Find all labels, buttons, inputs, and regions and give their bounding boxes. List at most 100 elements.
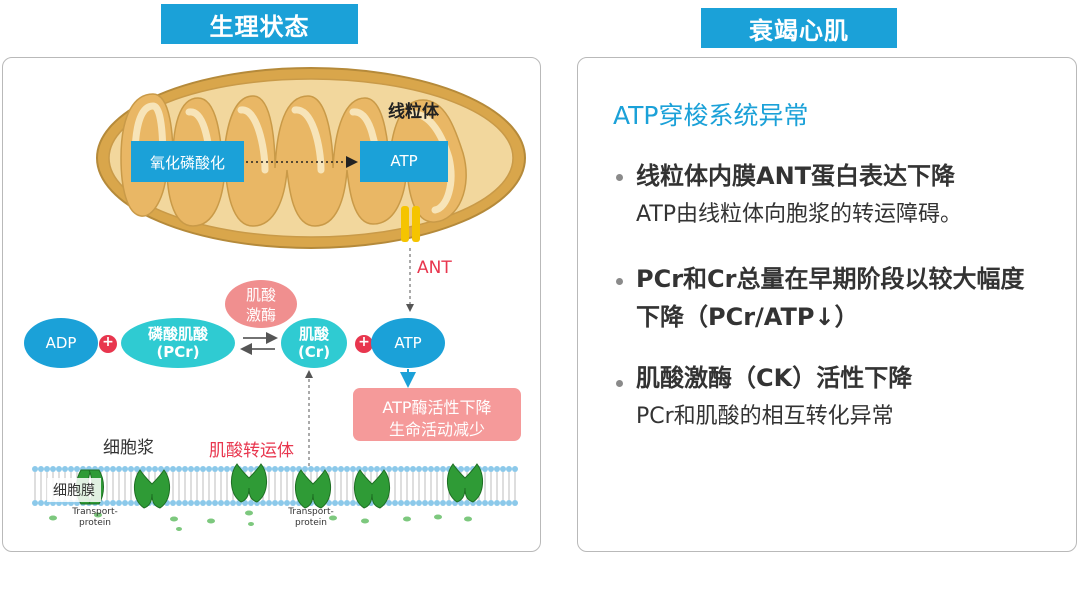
lipid-head bbox=[332, 466, 338, 472]
lipid-head bbox=[122, 500, 128, 506]
lipid-head bbox=[416, 500, 422, 506]
lipid-head bbox=[416, 466, 422, 472]
lipid-head bbox=[32, 466, 38, 472]
pcr-label-line1: 磷酸肌酸 bbox=[147, 325, 208, 343]
lipid-head bbox=[494, 500, 500, 506]
lipid-head bbox=[50, 466, 56, 472]
lipid-head bbox=[326, 466, 332, 472]
pcr-node bbox=[121, 318, 235, 368]
lipid-head bbox=[512, 500, 518, 506]
lipid-head bbox=[488, 466, 494, 472]
lipid-head bbox=[242, 466, 248, 472]
lipid-head bbox=[458, 466, 464, 472]
lipid-head bbox=[188, 500, 194, 506]
lipid-head bbox=[116, 466, 122, 472]
lipid-head bbox=[200, 466, 206, 472]
ant-transporter bbox=[401, 206, 420, 242]
lipid-head bbox=[422, 466, 428, 472]
atp-mito-label: ATP bbox=[390, 152, 418, 170]
lipid-head bbox=[44, 466, 50, 472]
membrane-label: 细胞膜 bbox=[47, 478, 101, 502]
oxphos-label: 氧化磷酸化 bbox=[149, 154, 225, 172]
failing-myocardium-panel: ATP穿梭系统异常 线粒体内膜ANT蛋白表达下降 ATP由线粒体向胞浆的转运障碍… bbox=[577, 57, 1077, 552]
bullet-1-detail: ATP由线粒体向胞浆的转运障碍。 bbox=[636, 202, 963, 227]
lipid-head bbox=[374, 466, 380, 472]
lipid-head bbox=[500, 500, 506, 506]
lipid-head bbox=[182, 466, 188, 472]
bullet-1-title: 线粒体内膜ANT蛋白表达下降 bbox=[636, 162, 956, 190]
lipid-head bbox=[134, 466, 140, 472]
lipid-head bbox=[32, 500, 38, 506]
cell-membrane bbox=[32, 463, 518, 531]
lipid-head bbox=[428, 466, 434, 472]
transport-protein-label-1a: Transport- bbox=[72, 507, 118, 517]
lipid-head bbox=[386, 500, 392, 506]
lipid-head bbox=[338, 466, 344, 472]
lipid-head bbox=[212, 466, 218, 472]
lipid-head bbox=[344, 466, 350, 472]
lipid-head bbox=[206, 466, 212, 472]
lipid-head bbox=[410, 500, 416, 506]
cytoplasm-label: 细胞浆 bbox=[103, 438, 154, 458]
lipid-head bbox=[476, 500, 482, 506]
bullet-3-detail: PCr和肌酸的相互转化异常 bbox=[636, 404, 894, 429]
lipid-head bbox=[482, 500, 488, 506]
ck-bubble bbox=[225, 280, 297, 328]
atp-node bbox=[371, 318, 445, 368]
lipid-head bbox=[440, 500, 446, 506]
lipid-head bbox=[38, 466, 44, 472]
lipid-head bbox=[248, 466, 254, 472]
lipid-head bbox=[272, 466, 278, 472]
lipid-head bbox=[506, 466, 512, 472]
adp-label: ADP bbox=[45, 334, 77, 352]
lipid-head bbox=[284, 500, 290, 506]
lipid-head bbox=[434, 466, 440, 472]
ant-label: ANT bbox=[417, 258, 452, 278]
adp-node bbox=[24, 318, 98, 368]
plus-sign-1-label: + bbox=[102, 334, 114, 350]
lipid-head bbox=[290, 466, 296, 472]
lipid-head bbox=[506, 500, 512, 506]
lipid-head bbox=[398, 500, 404, 506]
lipid-head bbox=[128, 466, 134, 472]
bullet-dot-1 bbox=[616, 174, 623, 181]
lipid-head bbox=[446, 500, 452, 506]
lipid-head bbox=[56, 466, 62, 472]
lipid-head bbox=[392, 500, 398, 506]
lipid-head bbox=[332, 500, 338, 506]
plus-sign-2 bbox=[355, 335, 373, 353]
bullet-2-title-line2: 下降（PCr/ATP↓） bbox=[636, 303, 859, 331]
lipid-head bbox=[404, 500, 410, 506]
lipid-head bbox=[140, 466, 146, 472]
lipid-head bbox=[200, 500, 206, 506]
lipid-head bbox=[188, 466, 194, 472]
lipid-head bbox=[428, 500, 434, 506]
lipid-head bbox=[362, 466, 368, 472]
lipid-head bbox=[512, 466, 518, 472]
atp-label: ATP bbox=[394, 334, 422, 352]
lipid-head bbox=[182, 500, 188, 506]
lipid-head bbox=[350, 466, 356, 472]
lipid-head bbox=[176, 466, 182, 472]
lipid-head bbox=[434, 500, 440, 506]
lipid-head bbox=[350, 500, 356, 506]
transport-protein-label-1b: protein bbox=[79, 518, 111, 528]
lipid-head bbox=[272, 500, 278, 506]
cr-label-line1: 肌酸 bbox=[298, 325, 329, 343]
lipid-head bbox=[170, 500, 176, 506]
lipid-head bbox=[62, 466, 68, 472]
lipid-head bbox=[314, 466, 320, 472]
lipid-head bbox=[368, 466, 374, 472]
lipid-head bbox=[152, 466, 158, 472]
lipid-head bbox=[302, 466, 308, 472]
lipid-head bbox=[230, 500, 236, 506]
lipid-head bbox=[224, 466, 230, 472]
lipid-head bbox=[164, 466, 170, 472]
lipid-head bbox=[110, 466, 116, 472]
lipid-head bbox=[338, 500, 344, 506]
transport-protein-label-2b: protein bbox=[295, 518, 327, 528]
atpase-label-line1: ATP酶活性下降 bbox=[382, 398, 492, 417]
lipid-head bbox=[128, 500, 134, 506]
lipid-head bbox=[212, 500, 218, 506]
header-tab-failing-myocardium: 衰竭心肌 bbox=[701, 8, 897, 48]
